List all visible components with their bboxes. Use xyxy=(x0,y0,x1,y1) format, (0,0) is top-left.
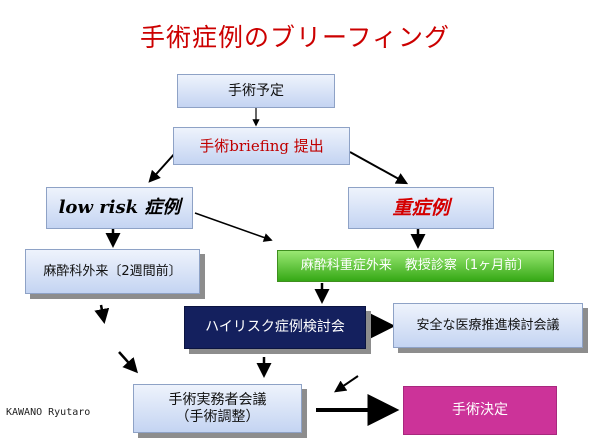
node-preop-clinic: 麻酔科外来〔2週間前〕 xyxy=(25,249,200,294)
author-credit: KAWANO Ryutaro xyxy=(6,407,91,418)
arrow-safety-to-meeting xyxy=(334,375,359,393)
node-staff-meeting: 手術実務者会議 （手術調整） xyxy=(133,384,302,433)
staff-meeting-line1: 手術実務者会議 xyxy=(168,391,267,408)
arrow-preop-to-meeting xyxy=(118,351,139,374)
arrow-preop-down xyxy=(94,304,110,324)
node-high-risk-conference: ハイリスク症例検討会 xyxy=(184,306,366,349)
node-low-risk: low risk 症例 xyxy=(46,187,193,229)
node-surgery-plan: 手術予定 xyxy=(177,74,335,108)
arrow-briefing-to-severe xyxy=(349,151,409,185)
staff-meeting-line2: （手術調整） xyxy=(175,408,260,425)
arrow-low-to-severe-clinic xyxy=(194,212,273,242)
node-safety-conference: 安全な医療推進検討会議 xyxy=(393,303,583,348)
arrow-briefing-to-low xyxy=(148,151,177,183)
node-surgery-decision: 手術決定 xyxy=(403,386,557,435)
node-briefing-submit: 手術briefing 提出 xyxy=(173,127,350,165)
diagram-title: 手術症例のブリーフィング xyxy=(139,23,450,52)
node-severe: 重症例 xyxy=(348,187,494,229)
node-severe-clinic: 麻酔科重症外来 教授診察〔1ヶ月前〕 xyxy=(277,250,554,282)
